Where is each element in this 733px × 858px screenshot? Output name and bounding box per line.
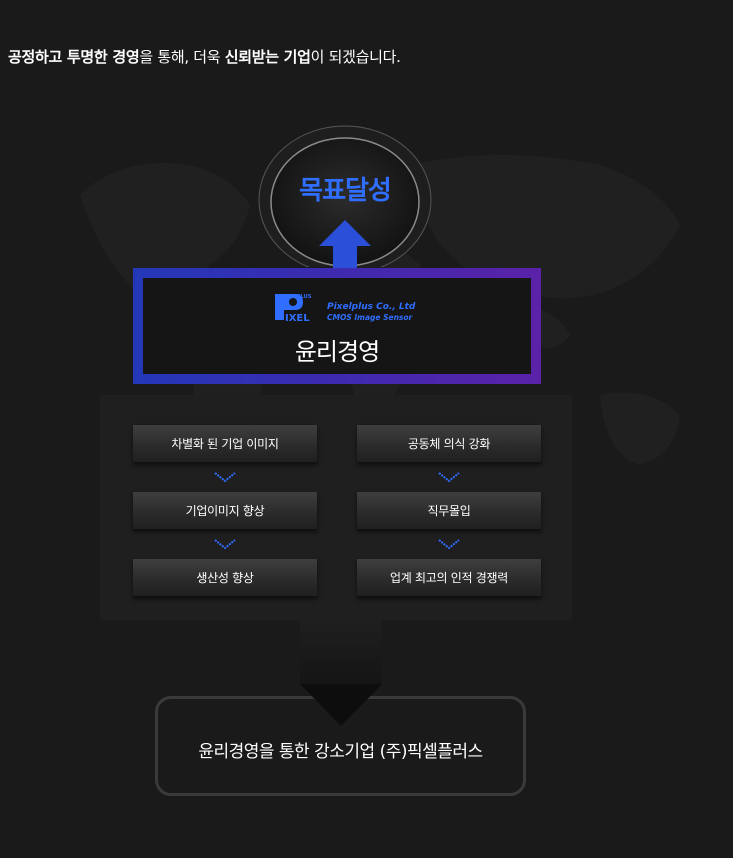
pixelplus-logo: IXEL PLUS Pixelplus Co., Ltd CMOS Image … — [275, 288, 415, 328]
chevron-down-icon — [214, 472, 236, 482]
result-label: 윤리경영을 통한 강소기업 (주)픽셀플러스 — [198, 742, 483, 762]
right-item-1: 공동체 의식 강화 — [357, 425, 541, 463]
chevron-down-icon — [214, 539, 236, 549]
svg-text:IXEL: IXEL — [285, 313, 310, 324]
right-item-3: 업계 최고의 인적 경쟁력 — [357, 559, 541, 597]
goal-circle — [258, 125, 432, 267]
intro-bold-1: 공정하고 투명한 경영 — [8, 48, 140, 66]
down-arrow-icon — [300, 684, 382, 726]
pixel-logo-icon: IXEL PLUS — [275, 294, 312, 324]
left-item-1: 차별화 된 기업 이미지 — [133, 425, 317, 463]
down-funnel-stem — [300, 620, 382, 684]
intro-normal-1: 을 통해, 더욱 — [139, 48, 225, 66]
left-item-2: 기업이미지 향상 — [133, 492, 317, 530]
right-item-2: 직무몰입 — [357, 492, 541, 530]
intro-bold-2: 신뢰받는 기업 — [224, 48, 311, 66]
chevron-down-icon — [438, 472, 460, 482]
left-item-3: 생산성 향상 — [133, 559, 317, 597]
ethics-management-box: IXEL PLUS Pixelplus Co., Ltd CMOS Image … — [133, 268, 541, 384]
intro-normal-2: 이 되겠습니다. — [310, 48, 401, 66]
up-arrow-icon — [319, 220, 371, 272]
intro-text: 공정하고 투명한 경영을 통해, 더욱 신뢰받는 기업이 되겠습니다. — [8, 46, 401, 67]
logo-company-name: Pixelplus Co., Ltd — [327, 302, 416, 312]
ethics-title: 윤리경영 — [294, 338, 380, 366]
chevron-down-icon — [438, 539, 460, 549]
logo-tagline: CMOS Image Sensor — [327, 313, 413, 322]
ethics-inner-panel: IXEL PLUS Pixelplus Co., Ltd CMOS Image … — [143, 278, 531, 374]
goal-label: 목표달성 — [299, 176, 392, 206]
svg-text:PLUS: PLUS — [297, 294, 312, 300]
